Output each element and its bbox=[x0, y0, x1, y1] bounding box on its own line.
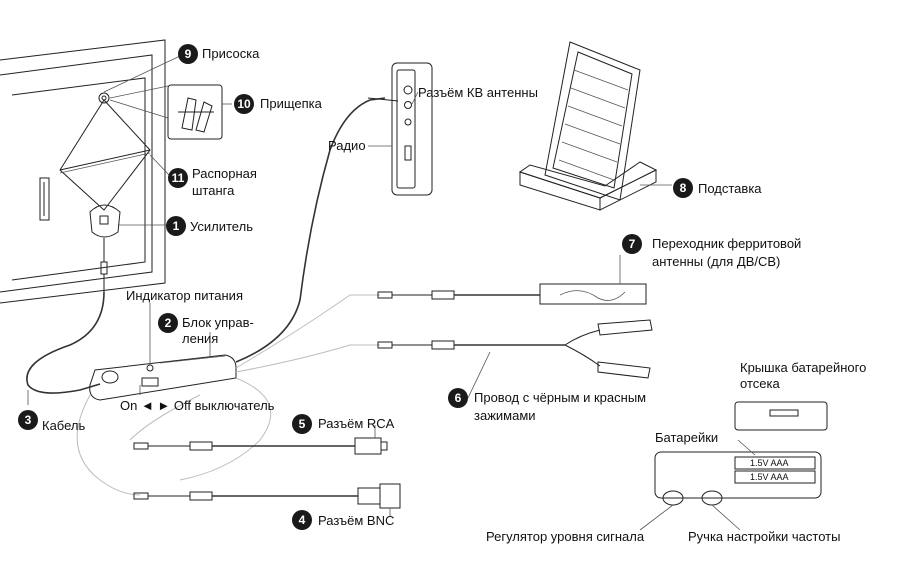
battery-marking-2: 1.5V AAA bbox=[750, 472, 789, 482]
label-level-knob: Регулятор уровня сигнала bbox=[486, 529, 645, 544]
label-stand: Подставка bbox=[698, 181, 762, 196]
window-illustration bbox=[0, 39, 166, 304]
label-tuning-knob: Ручка настройки частоты bbox=[688, 529, 840, 544]
clip-callout bbox=[109, 84, 223, 140]
battery-marking-1: 1.5V AAA bbox=[750, 458, 789, 468]
label-control-line1: Блок управ- bbox=[182, 315, 254, 330]
badge-5: 5 bbox=[299, 417, 306, 431]
badge-1: 1 bbox=[173, 219, 180, 233]
badge-9: 9 bbox=[185, 47, 192, 61]
label-radio: Радио bbox=[328, 138, 366, 153]
label-switch: On ◄ ► Off выключатель bbox=[120, 398, 275, 413]
label-ferrite-line2: антенны (для ДВ/СВ) bbox=[652, 254, 780, 269]
badge-10: 10 bbox=[237, 97, 251, 111]
label-spreader-line1: Распорная bbox=[192, 166, 257, 181]
label-clip: Прищепка bbox=[260, 96, 323, 111]
leader-lines bbox=[27, 55, 756, 531]
control-box bbox=[89, 354, 237, 401]
label-battery-cover-line2: отсека bbox=[740, 376, 780, 391]
label-ferrite-line1: Переходник ферритовой bbox=[652, 236, 801, 251]
label-batteries: Батарейки bbox=[655, 430, 718, 445]
label-power-indicator: Индикатор питания bbox=[126, 288, 243, 303]
label-spreader-line2: штанга bbox=[192, 183, 235, 198]
label-clip-wire-line1: Провод с чёрным и красным bbox=[474, 390, 646, 405]
spreader-bar bbox=[59, 149, 151, 171]
ferrite-adapter bbox=[377, 283, 647, 305]
amplifier bbox=[89, 204, 121, 238]
label-clip-wire-line2: зажимами bbox=[474, 408, 536, 423]
kv-socket bbox=[404, 101, 412, 109]
loop-antenna bbox=[59, 92, 151, 292]
power-indicator-led bbox=[146, 364, 154, 372]
suction-cup bbox=[98, 92, 110, 104]
battery-cover bbox=[734, 401, 828, 431]
badge-3: 3 bbox=[25, 413, 32, 427]
badge-6: 6 bbox=[455, 391, 462, 405]
badge-8: 8 bbox=[680, 181, 687, 195]
radio bbox=[367, 62, 433, 196]
power-switch[interactable] bbox=[141, 377, 159, 387]
stand bbox=[518, 41, 658, 211]
bnc-cable bbox=[133, 483, 401, 509]
badge-7: 7 bbox=[629, 237, 636, 251]
label-cable: Кабель bbox=[42, 418, 85, 433]
badge-4: 4 bbox=[299, 513, 306, 527]
label-amplifier: Усилитель bbox=[190, 219, 253, 234]
clip-wire bbox=[377, 319, 653, 379]
label-suction-cup: Присоска bbox=[202, 46, 260, 61]
label-rca: Разъём RCA bbox=[318, 416, 395, 431]
label-bnc: Разъём BNC bbox=[318, 513, 394, 528]
label-battery-cover-line1: Крышка батарейного bbox=[740, 360, 866, 375]
badge-11: 11 bbox=[172, 171, 185, 185]
battery-compartment bbox=[654, 451, 822, 506]
label-control-line2: ления bbox=[182, 331, 218, 346]
badge-2: 2 bbox=[165, 316, 172, 330]
label-kv-socket: Разъём КВ антенны bbox=[418, 85, 538, 100]
rca-cable bbox=[133, 437, 388, 455]
